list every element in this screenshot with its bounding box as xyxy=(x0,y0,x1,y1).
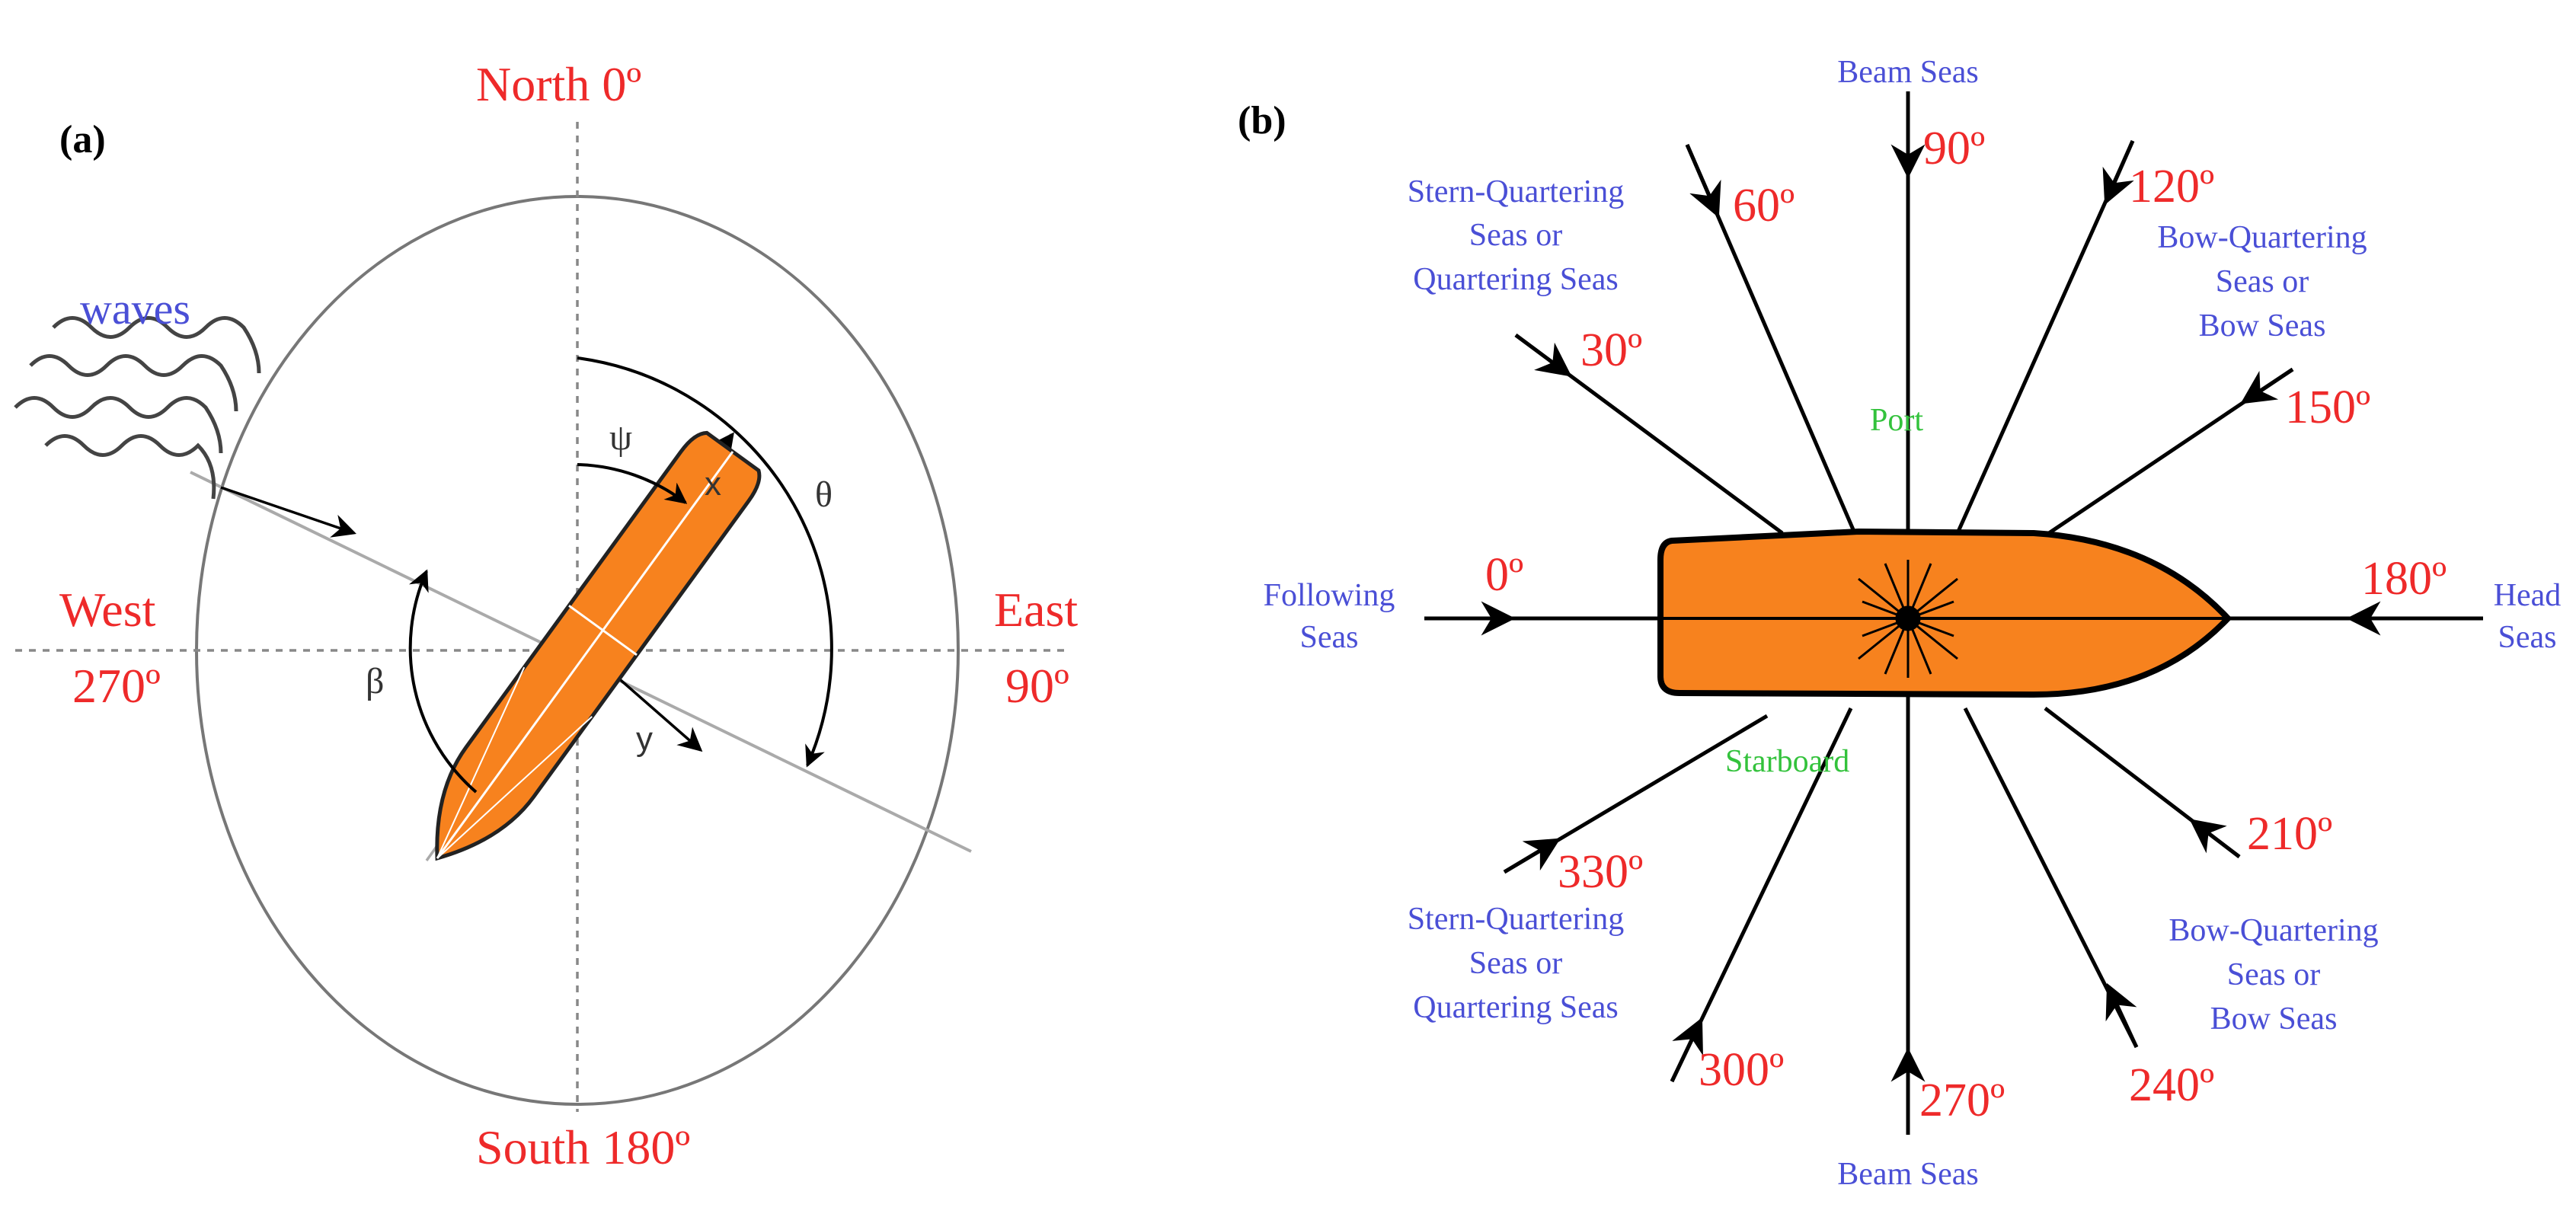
angle-30: 30º xyxy=(1580,324,1642,376)
starboard-label: Starboard xyxy=(1725,744,1849,779)
y-axis-label: y xyxy=(636,720,653,758)
arrow-330deg xyxy=(1503,838,1561,874)
bow-quartering-bottom-line3: Bow Seas xyxy=(2210,1001,2338,1037)
angle-240: 240º xyxy=(2129,1059,2214,1111)
angle-330: 330º xyxy=(1558,846,1643,898)
theta-arc xyxy=(577,356,833,768)
west-label: West xyxy=(59,583,156,637)
port-label: Port xyxy=(1870,403,1923,438)
ship-hull-b xyxy=(1657,528,2232,698)
angle-60: 60º xyxy=(1733,180,1795,232)
arrow-150deg xyxy=(2240,367,2294,404)
bow-quartering-top-line2: Seas or xyxy=(2216,264,2309,299)
ship-hull-a xyxy=(435,430,762,861)
sea-labels: Beam Seas Beam Seas Following Seas Head … xyxy=(1264,55,2562,1192)
angle-270: 270º xyxy=(1919,1075,2005,1126)
psi-label: ψ xyxy=(609,417,632,458)
angle-210: 210º xyxy=(2247,808,2332,860)
x-axis-label: x xyxy=(705,465,721,503)
angle-0: 0º xyxy=(1485,549,1523,601)
beam-seas-bottom: Beam Seas xyxy=(1837,1157,1978,1192)
panel-a-tag: (a) xyxy=(59,118,106,161)
panel-b: (b) xyxy=(1238,55,2561,1192)
head-seas-line1: Head xyxy=(2494,578,2562,613)
arrow-240deg xyxy=(2105,982,2139,1049)
beam-seas-top: Beam Seas xyxy=(1837,55,1978,90)
stern-quartering-top-line3: Quartering Seas xyxy=(1413,262,1618,297)
bow-quartering-bottom-line2: Seas or xyxy=(2227,957,2320,992)
stern-quartering-bottom-line3: Quartering Seas xyxy=(1413,990,1618,1025)
wave-squiggles xyxy=(14,316,261,500)
center-star-icon xyxy=(1849,560,1967,678)
angle-150: 150º xyxy=(2285,382,2370,433)
arrow-210deg xyxy=(2189,819,2241,858)
stern-quartering-bottom-line2: Seas or xyxy=(1469,946,1562,981)
stern-quartering-top-line2: Seas or xyxy=(1469,218,1562,253)
following-seas-line1: Following xyxy=(1264,578,1395,613)
theta-label: θ xyxy=(815,474,833,515)
panel-a: (a) North xyxy=(14,57,1078,1174)
beta-label: β xyxy=(366,661,384,701)
panel-b-tag: (b) xyxy=(1238,99,1286,142)
east-label: East xyxy=(994,583,1078,637)
angle-120: 120º xyxy=(2129,161,2214,212)
north-label: North 0º xyxy=(476,57,641,111)
following-seas-line2: Seas xyxy=(1300,620,1359,655)
psi-arc xyxy=(577,463,688,504)
wave-direction-arrow xyxy=(220,486,356,538)
south-label: South 180º xyxy=(476,1120,690,1174)
angle-180: 180º xyxy=(2361,553,2447,605)
arrow-60deg xyxy=(1685,144,1721,219)
diagonal-arrows xyxy=(1503,139,2294,1083)
angle-labels: 0º 30º 60º 90º 120º 150º 180º 210º 240º … xyxy=(1485,123,2447,1126)
stern-quartering-bottom-line1: Stern-Quartering xyxy=(1408,902,1625,937)
bow-quartering-top-line3: Bow Seas xyxy=(2199,308,2326,343)
east-degree-label: 90º xyxy=(1005,659,1069,713)
beta-arc xyxy=(408,569,478,794)
west-degree-label: 270º xyxy=(72,659,161,713)
angle-300: 300º xyxy=(1699,1044,1784,1096)
bow-quartering-bottom-line1: Bow-Quartering xyxy=(2169,913,2378,948)
arrow-30deg xyxy=(1514,333,1572,377)
angle-90: 90º xyxy=(1923,123,1985,174)
head-seas-line2: Seas xyxy=(2498,620,2557,655)
stern-quartering-top-line1: Stern-Quartering xyxy=(1408,174,1625,209)
bow-quartering-top-line1: Bow-Quartering xyxy=(2157,220,2367,255)
arrow-120deg xyxy=(2102,139,2135,206)
waves-label: waves xyxy=(80,284,190,334)
arrow-300deg xyxy=(1670,1017,1703,1083)
